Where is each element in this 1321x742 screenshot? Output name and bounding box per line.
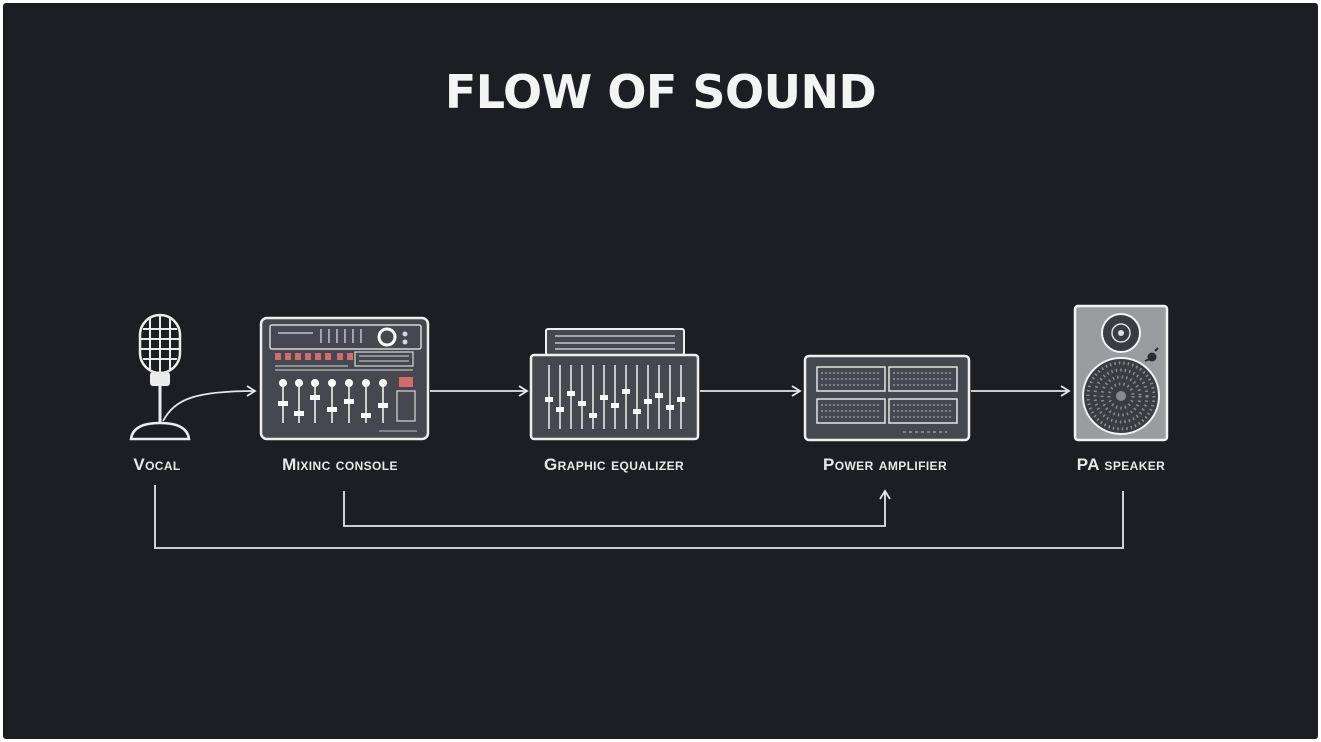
label-vocal: Vocal	[133, 455, 181, 474]
edge-vocal-to-mixing-console	[162, 385, 257, 422]
diagram-canvas: FLOW OF SOUND	[3, 3, 1318, 739]
label-pa-speaker: PA speaker	[1076, 455, 1166, 474]
edge-mixing-console-to-power-amplifier	[343, 489, 891, 527]
edge-vocal-to-pa-speaker	[154, 485, 1124, 549]
label-graphic-equalizer: Graphic equalizer	[543, 455, 685, 474]
microphone-icon	[129, 313, 191, 441]
pa-speaker-icon	[1073, 304, 1169, 442]
flow-diagram	[129, 304, 1169, 549]
diagram-title: FLOW OF SOUND	[444, 65, 877, 119]
label-mixing-console: Mixinc console	[282, 455, 398, 474]
graphic-equalizer-icon	[529, 328, 700, 441]
power-amplifier-icon	[803, 354, 971, 442]
mixing-console-icon	[259, 316, 430, 441]
label-power-amplifier: Power amplifier	[822, 455, 948, 474]
